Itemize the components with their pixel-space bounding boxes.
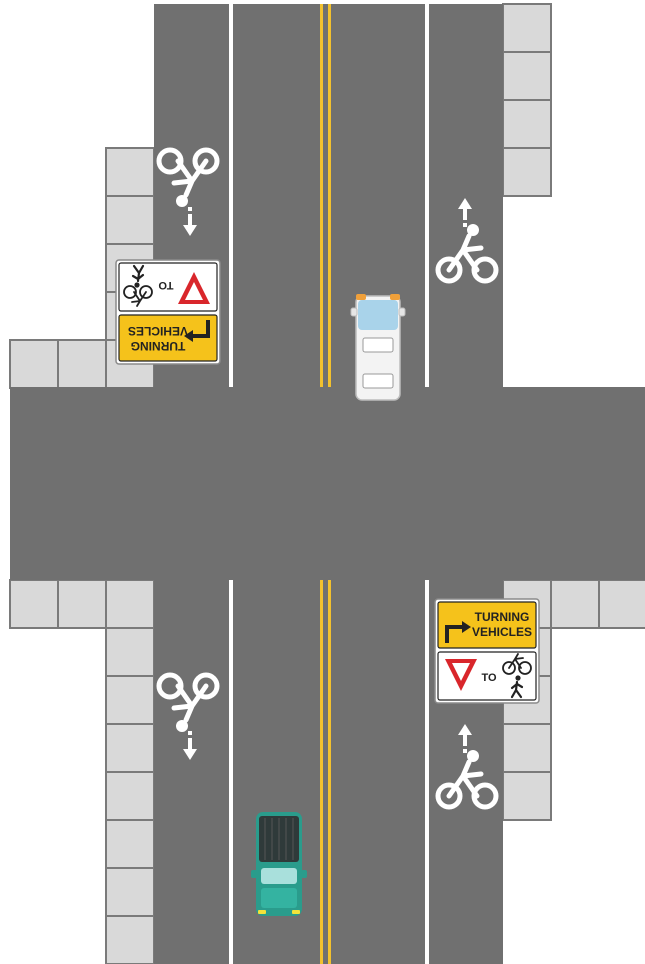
sign-line1: TURNING bbox=[131, 339, 186, 353]
white-van bbox=[350, 294, 406, 401]
sign-line2: VEHICLES bbox=[472, 625, 532, 639]
turning-vehicles-yield-sign-bottom: TURNING VEHICLES TO bbox=[434, 598, 540, 704]
sign-line2: VEHICLES bbox=[128, 324, 188, 338]
teal-pickup-truck bbox=[251, 812, 307, 916]
sidewalk-bottom-left bbox=[9, 579, 155, 964]
sign-yield-to: TO bbox=[158, 279, 174, 291]
lane-markings bbox=[229, 4, 429, 964]
center-double-yellow-line bbox=[320, 4, 331, 964]
east-west-road bbox=[10, 387, 645, 580]
turn-arrow-icon bbox=[445, 625, 462, 643]
turn-arrow-icon bbox=[193, 320, 210, 338]
sign-line1: TURNING bbox=[475, 610, 530, 624]
sidewalk-top-right bbox=[502, 3, 552, 197]
turning-vehicles-yield-sign-top: TURNING VEHICLES TO bbox=[115, 259, 221, 365]
sign-yield-to: TO bbox=[481, 672, 497, 684]
